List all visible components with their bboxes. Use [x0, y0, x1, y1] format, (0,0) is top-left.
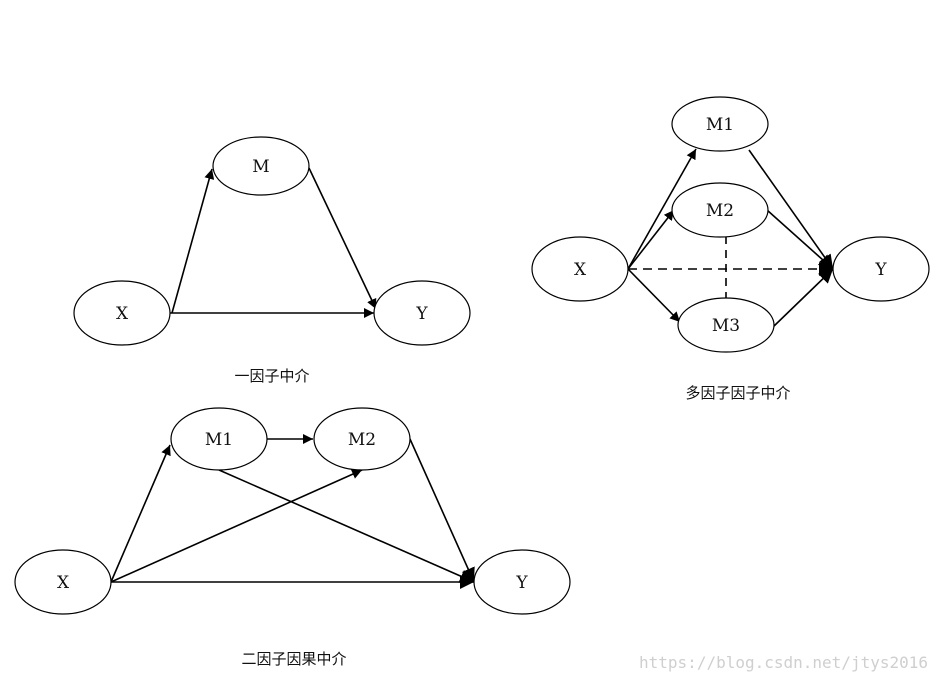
edge-m2-to-y — [409, 438, 475, 583]
node-m: M — [212, 136, 310, 196]
node-x: X — [14, 549, 112, 615]
node-m1: M1 — [170, 407, 268, 471]
node-m3: M3 — [677, 297, 775, 353]
svg-text:Y: Y — [415, 304, 428, 324]
multi-mediator-diagram: X M1 M2 M3 Y 多因子因子中介 — [531, 96, 930, 402]
edge-x-to-m1 — [627, 148, 697, 270]
caption-chain-mediator: 二因子因果中介 — [241, 650, 346, 668]
edge-m2-to-y — [766, 209, 834, 270]
edge-m1-to-y — [218, 469, 475, 583]
edge-m3-to-y — [772, 268, 834, 328]
svg-text:M: M — [252, 157, 269, 177]
svg-text:X: X — [57, 573, 70, 593]
node-y: Y — [832, 236, 930, 302]
single-mediator-diagram: X M Y 一因子中介 — [73, 136, 471, 385]
svg-text:M2: M2 — [706, 201, 734, 221]
caption-single-mediator: 一因子中介 — [234, 367, 309, 385]
watermark-url: https://blog.csdn.net/jtys2016 — [639, 653, 928, 672]
node-m2: M2 — [313, 407, 411, 471]
edge-m-to-y — [308, 167, 377, 310]
svg-text:M1: M1 — [205, 430, 233, 450]
svg-text:Y: Y — [874, 260, 887, 280]
edge-x-to-m — [171, 168, 215, 314]
node-m1: M1 — [671, 96, 769, 152]
svg-text:M3: M3 — [712, 316, 740, 336]
edge-m1-to-y — [748, 149, 834, 270]
node-y: Y — [373, 280, 471, 346]
edge-x-to-m2 — [110, 469, 363, 583]
node-x: X — [531, 236, 629, 302]
edge-x-to-m2 — [627, 209, 675, 270]
caption-multi-mediator: 多因子因子中介 — [685, 384, 790, 402]
svg-text:M2: M2 — [348, 430, 376, 450]
node-m2: M2 — [671, 182, 769, 238]
edge-x-to-m1 — [110, 444, 171, 583]
svg-text:Y: Y — [515, 573, 528, 593]
edge-x-to-m3 — [627, 268, 681, 323]
node-y: Y — [473, 549, 571, 615]
svg-text:X: X — [116, 304, 129, 324]
svg-text:X: X — [574, 260, 587, 280]
node-x: X — [73, 280, 171, 346]
svg-text:M1: M1 — [706, 115, 734, 135]
chain-mediator-diagram: X M1 M2 Y 二因子因果中介 — [14, 407, 571, 668]
